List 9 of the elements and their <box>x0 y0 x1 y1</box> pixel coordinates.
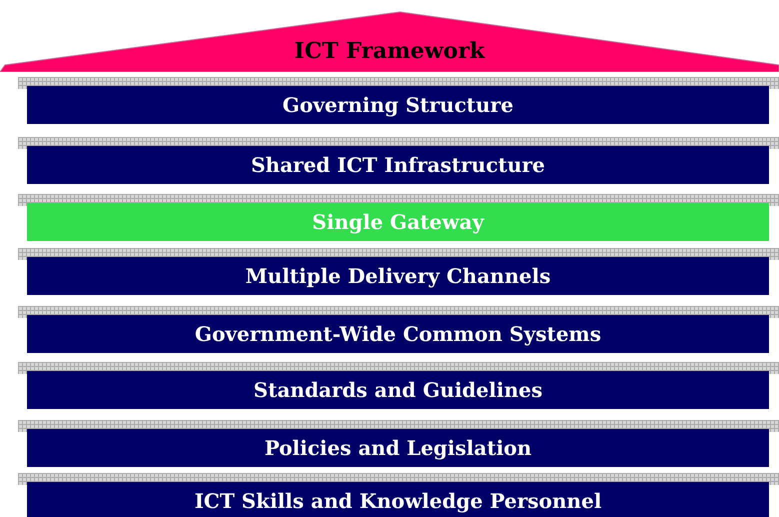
layer-band: Multiple Delivery Channels <box>27 257 769 295</box>
layer-band: Governing Structure <box>27 86 769 124</box>
layer-band: ICT Skills and Knowledge Personnel <box>27 482 769 517</box>
roof-title: ICT Framework <box>293 38 486 64</box>
layer-band: Single Gateway <box>27 203 769 241</box>
layer-band: Shared ICT Infrastructure <box>27 146 769 184</box>
layer-band: Government-Wide Common Systems <box>27 315 769 353</box>
layer-band: Standards and Guidelines <box>27 371 769 409</box>
layer-band: Policies and Legislation <box>27 429 769 467</box>
